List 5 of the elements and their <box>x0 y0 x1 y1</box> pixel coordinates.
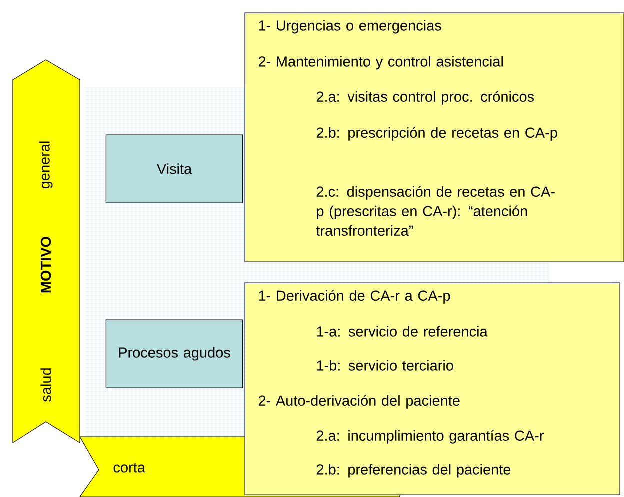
list-box: 1- Urgencias o emergencias 2- Mantenimiento y control asistencial 2.a: visitas control proc. crónicos 2.b: prescripción de recetas en CA-p 2.c: dispensación de recetas en CA-p (prescritas en CA-r): “atención transfronteriza” <box>244 12 624 262</box>
vertical-arrow-band: salud MOTIVO general <box>12 60 80 444</box>
category-box: Procesos agudos <box>106 320 244 388</box>
category-box: Visita <box>106 134 244 204</box>
list-box: 1- Derivación de CA-r a CA-p 1-a: servicio de referencia 1-b: servicio terciario 2- Auto-derivación del paciente 2.a: incumplimiento garantías CA-r 2.b: preferencias del paciente <box>244 282 620 496</box>
